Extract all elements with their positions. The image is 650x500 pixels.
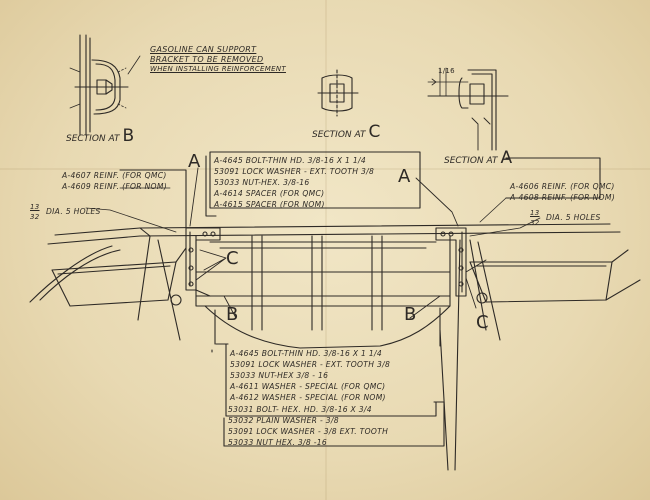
left-reinf-list: A-4607 REINF. (FOR QMC) A-4609 REINF. (F… — [62, 170, 167, 192]
bottom-parts-list: A-4645 BOLT-THIN HD. 3/8-16 X 1 1/4 5309… — [230, 348, 390, 403]
section-a-letter: A — [500, 148, 513, 168]
bottom2-part-3: 53091 LOCK WASHER - 3/8 EXT. TOOTH — [228, 427, 389, 436]
section-c-letter: C — [368, 122, 381, 142]
bottom2-part-4: 53033 NUT HEX. 3/8 -16 — [228, 438, 328, 447]
callout-a-left: A — [188, 151, 201, 172]
leader-line — [127, 55, 141, 75]
bottom-part-3: 53033 NUT-HEX 3/8 - 16 — [230, 371, 329, 380]
callout-leaders — [189, 167, 487, 319]
section-c-detail — [317, 69, 359, 117]
holes-left-num: 13 — [30, 203, 40, 211]
right-reinf-box — [505, 157, 601, 199]
gasoline-note-line3: WHEN INSTALLING REINFORCEMENT — [150, 65, 286, 73]
gasoline-note-line2: BRACKET TO BE REMOVED — [150, 55, 264, 64]
left-reinf-1: A-4607 REINF. (FOR QMC) — [62, 171, 167, 180]
holes-left-text: DIA. 5 HOLES — [46, 207, 101, 216]
bottom-part-1: A-4645 BOLT-THIN HD. 3/8-16 X 1 1/4 — [230, 349, 383, 358]
top-part-box-frame — [205, 151, 421, 217]
bottom-part-4: A-4611 WASHER - SPECIAL (FOR QMC) — [230, 382, 386, 391]
right-reinf-1: A-4606 REINF. (FOR QMC) — [510, 182, 615, 191]
holes-leader-left — [85, 207, 177, 233]
fold-crease — [0, 168, 650, 170]
holes-left-den: 32 — [30, 213, 40, 221]
bottom2-part-2: 53032 PLAIN WASHER - 3/8 — [228, 416, 339, 425]
section-c-text: SECTION AT — [312, 130, 366, 140]
bottom-part-5: A-4612 WASHER - SPECIAL (FOR NOM) — [230, 393, 386, 402]
right-reinforcement-bracket — [435, 227, 467, 297]
callout-b-right: B — [404, 304, 417, 325]
section-a-detail — [427, 67, 509, 151]
section-b-text: SECTION AT — [66, 134, 120, 144]
left-reinf-2: A-4609 REINF. (FOR NOM) — [62, 182, 167, 191]
section-b-detail — [69, 34, 129, 136]
vehicle-body — [29, 223, 641, 471]
left-reinf-leader — [119, 169, 187, 229]
top-part-1: A-4645 BOLT-THIN HD. 3/8-16 X 1 1/4 — [214, 156, 367, 165]
section-b-letter: B — [122, 126, 135, 146]
top-part-2: 53091 LOCK WASHER - EXT. TOOTH 3/8 — [214, 167, 375, 176]
gasoline-note-line1: GASOLINE CAN SUPPORT — [150, 45, 257, 54]
bottom-part-box-frames — [211, 343, 445, 447]
top-part-3: 53033 NUT-HEX. 3/8-16 — [214, 178, 310, 187]
bottom2-part-1: 53031 BOLT- HEX. HD. 3/8-16 X 3/4 — [228, 405, 372, 414]
left-reinforcement-bracket — [185, 227, 221, 297]
holes-right-num: 13 — [530, 209, 540, 217]
fold-crease — [325, 0, 327, 500]
callout-c-left: C — [226, 248, 239, 269]
callout-c-right: C — [476, 312, 489, 333]
holes-right-text: DIA. 5 HOLES — [546, 213, 601, 222]
dimension-mark: 1/16 — [438, 67, 455, 75]
bottom-parts-list-2: 53031 BOLT- HEX. HD. 3/8-16 X 3/4 53032 … — [228, 404, 388, 448]
top-part-4: A-4614 SPACER (FOR QMC) — [214, 189, 325, 198]
callout-a-right: A — [398, 166, 411, 187]
bottom-part-2: 53091 LOCK WASHER - EXT. TOOTH 3/8 — [230, 360, 391, 369]
top-part-5: A-4615 SPACER (FOR NOM) — [214, 200, 325, 209]
right-reinf-2: A-4608 REINF. (FOR NOM) — [510, 193, 615, 202]
right-reinf-list: A-4606 REINF. (FOR QMC) A-4608 REINF. (F… — [510, 181, 615, 203]
section-a-text: SECTION AT — [444, 156, 498, 166]
callout-b-left: B — [226, 304, 239, 325]
top-parts-list: A-4645 BOLT-THIN HD. 3/8-16 X 1 1/4 5309… — [214, 155, 374, 210]
holes-right-den: 32 — [530, 219, 540, 227]
